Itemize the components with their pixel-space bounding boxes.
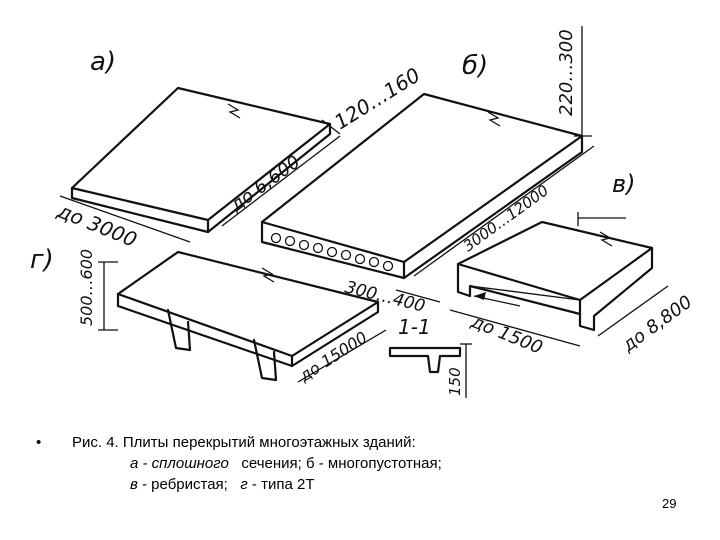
caption-a-label: а - сплошного bbox=[130, 455, 229, 472]
caption-g-rest: - типа 2Т bbox=[247, 476, 315, 493]
dim-b-thickness: 220…300 bbox=[556, 29, 577, 116]
label-g: г) bbox=[30, 245, 54, 275]
dim-v-length: до 1500 bbox=[467, 311, 545, 359]
dim-v-width: до 8,800 bbox=[618, 292, 696, 357]
caption-g-label: г bbox=[240, 476, 248, 493]
dim-b-length: 3000…12000 bbox=[460, 181, 552, 255]
label-v: в) bbox=[612, 170, 636, 198]
floor-slabs-diagram: а) б) в) г) 1-1 120…160 до 6,600 до 3000… bbox=[30, 26, 696, 398]
dim-a-length: до 3000 bbox=[53, 198, 140, 252]
slab-a-solid bbox=[59, 86, 341, 243]
dim-section-height: 150 bbox=[446, 367, 464, 396]
caption-line-3: в - ребристая; г - типа 2Т bbox=[130, 474, 314, 495]
slab-v-ribbed bbox=[449, 212, 669, 347]
hollow-cores bbox=[270, 232, 394, 272]
label-section: 1-1 bbox=[398, 315, 431, 339]
page-number: 29 bbox=[662, 496, 677, 511]
slab-b-hollow bbox=[260, 26, 595, 303]
caption-line-2: а - сплошного сечения; б - многопустотна… bbox=[130, 453, 442, 474]
label-a: а) bbox=[90, 47, 116, 77]
caption-line-1: Рис. 4. Плиты перекрытий многоэтажных зд… bbox=[72, 434, 416, 451]
label-b: б) bbox=[462, 51, 488, 81]
dim-g-height: 500…600 bbox=[77, 249, 96, 326]
slab-g-double-t bbox=[98, 250, 387, 383]
dim-a-thickness: 120…160 bbox=[330, 63, 424, 134]
caption-v-label: в bbox=[130, 476, 138, 493]
section-1-1 bbox=[388, 343, 472, 398]
caption-v-rest: - ребристая; bbox=[137, 476, 228, 493]
dim-b-width: 300…400 bbox=[343, 277, 427, 316]
caption-a-rest: сечения; б - многопустотная; bbox=[241, 455, 442, 472]
dim-a-width: до 6,600 bbox=[226, 152, 304, 217]
caption-bullet: • bbox=[36, 434, 42, 451]
